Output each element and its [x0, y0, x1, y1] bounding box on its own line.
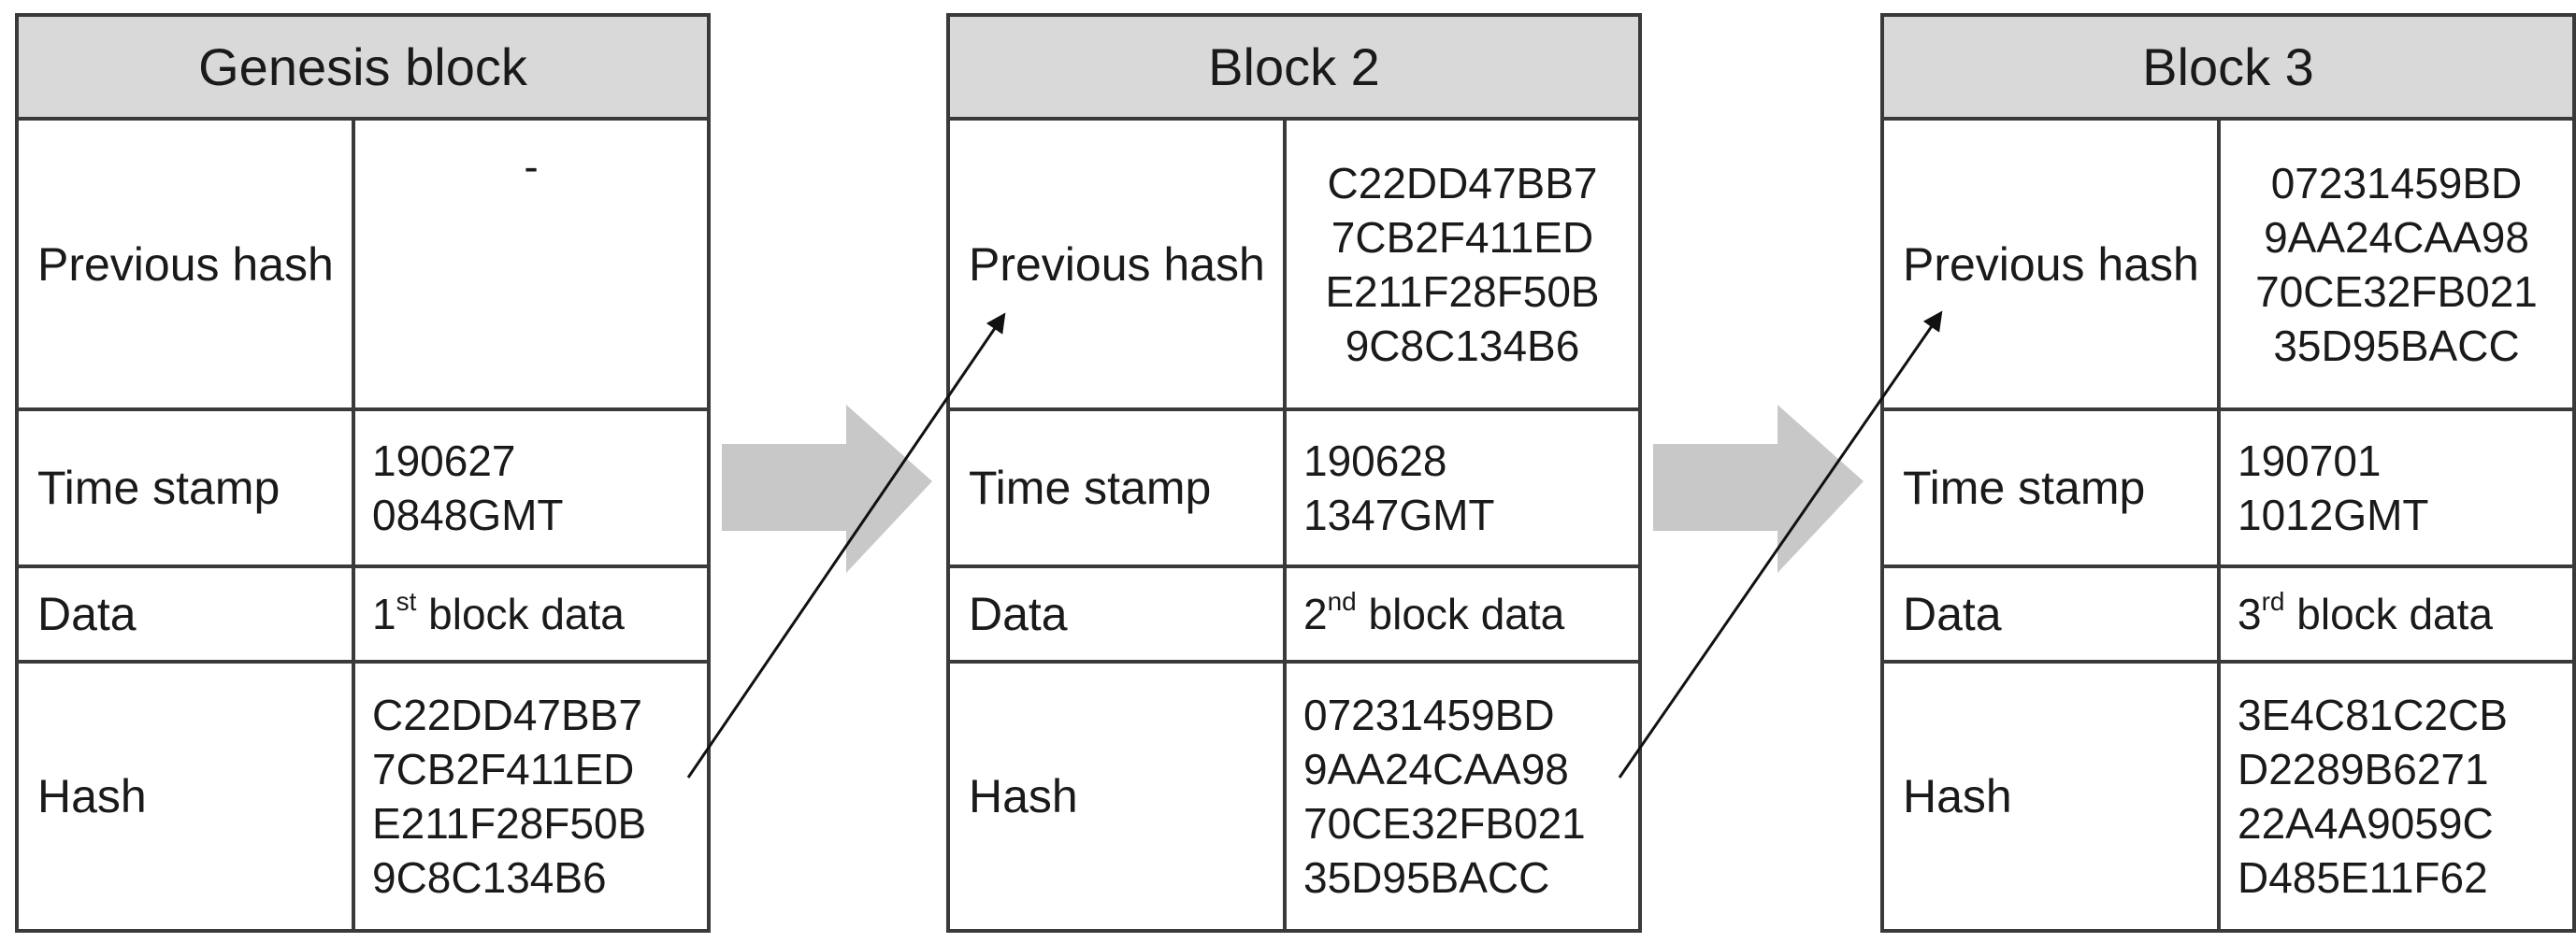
- hash-label: Hash: [950, 664, 1287, 929]
- time-stamp-label: Time stamp: [1884, 411, 2221, 564]
- hash-line: 9AA24CAA98: [1303, 745, 1569, 793]
- block-title: Block 3: [1884, 17, 2572, 121]
- block-2: Block 2 Previous hash C22DD47BB7 7CB2F41…: [946, 13, 1642, 933]
- chain-arrow-2: [1653, 405, 1864, 573]
- previous-hash-label: Previous hash: [19, 121, 355, 407]
- time-stamp-date: 190701: [2238, 436, 2382, 485]
- hash-line: 9C8C134B6: [372, 853, 607, 902]
- time-stamp-row: Time stamp 190701 1012GMT: [1884, 411, 2572, 568]
- time-stamp-time: 1012GMT: [2238, 491, 2429, 539]
- time-stamp-date: 190628: [1303, 436, 1447, 485]
- previous-hash-row: Previous hash -: [19, 121, 707, 411]
- previous-hash-label: Previous hash: [950, 121, 1287, 407]
- hash-line: C22DD47BB7: [1327, 158, 1598, 207]
- time-stamp-label: Time stamp: [950, 411, 1287, 564]
- data-label: Data: [19, 568, 355, 660]
- previous-hash-value: 07231459BD 9AA24CAA98 70CE32FB021 35D95B…: [2221, 121, 2572, 407]
- hash-line: 9C8C134B6: [1345, 321, 1580, 370]
- time-stamp-time: 0848GMT: [372, 491, 564, 539]
- hash-value: 07231459BD 9AA24CAA98 70CE32FB021 35D95B…: [1287, 664, 1638, 929]
- hash-line: 70CE32FB021: [1303, 799, 1586, 848]
- hash-line: C22DD47BB7: [372, 691, 642, 739]
- hash-label: Hash: [1884, 664, 2221, 929]
- time-stamp-label: Time stamp: [19, 411, 355, 564]
- hash-value: 3E4C81C2CB D2289B6271 22A4A9059C D485E11…: [2221, 664, 2572, 929]
- data-ordinal-suffix: nd: [1327, 586, 1357, 616]
- hash-line: 9AA24CAA98: [2264, 212, 2529, 262]
- hash-row: Hash 3E4C81C2CB D2289B6271 22A4A9059C D4…: [1884, 664, 2572, 929]
- hash-label: Hash: [19, 664, 355, 929]
- block-title: Genesis block: [19, 17, 707, 121]
- hash-line: 7CB2F411ED: [1331, 212, 1594, 262]
- previous-hash-value: -: [355, 121, 707, 407]
- hash-row: Hash C22DD47BB7 7CB2F411ED E211F28F50B 9…: [19, 664, 707, 929]
- hash-value: C22DD47BB7 7CB2F411ED E211F28F50B 9C8C13…: [355, 664, 707, 929]
- data-ordinal-suffix: rd: [2261, 586, 2285, 616]
- time-stamp-date: 190627: [372, 436, 516, 485]
- previous-hash-label: Previous hash: [1884, 121, 2221, 407]
- hash-line: 7CB2F411ED: [372, 745, 635, 793]
- data-value: 2nd block data: [1287, 568, 1638, 660]
- data-row: Data 1st block data: [19, 568, 707, 664]
- data-value: 1st block data: [355, 568, 707, 660]
- chain-arrow-1: [722, 405, 932, 573]
- block-3: Block 3 Previous hash 07231459BD 9AA24CA…: [1880, 13, 2576, 933]
- data-ordinal: 3: [2238, 590, 2262, 638]
- previous-hash-row: Previous hash 07231459BD 9AA24CAA98 70CE…: [1884, 121, 2572, 411]
- data-text: block data: [428, 590, 625, 638]
- data-label: Data: [1884, 568, 2221, 660]
- hash-line: 35D95BACC: [1303, 853, 1550, 902]
- data-ordinal: 1: [372, 590, 396, 638]
- data-ordinal: 2: [1303, 590, 1328, 638]
- block-title: Block 2: [950, 17, 1638, 121]
- hash-line: 70CE32FB021: [2255, 266, 2538, 316]
- hash-line: D2289B6271: [2238, 745, 2489, 793]
- data-ordinal-suffix: st: [396, 586, 417, 616]
- time-stamp-time: 1347GMT: [1303, 491, 1495, 539]
- previous-hash-row: Previous hash C22DD47BB7 7CB2F411ED E211…: [950, 121, 1638, 411]
- hash-line: E211F28F50B: [1325, 266, 1600, 316]
- hash-line: D485E11F62: [2238, 853, 2488, 902]
- data-text: block data: [1368, 590, 1565, 638]
- hash-line: 3E4C81C2CB: [2238, 691, 2508, 739]
- data-label: Data: [950, 568, 1287, 660]
- hash-line: 35D95BACC: [2273, 321, 2520, 370]
- data-row: Data 3rd block data: [1884, 568, 2572, 664]
- time-stamp-row: Time stamp 190627 0848GMT: [19, 411, 707, 568]
- time-stamp-value: 190628 1347GMT: [1287, 411, 1638, 564]
- previous-hash-value: C22DD47BB7 7CB2F411ED E211F28F50B 9C8C13…: [1287, 121, 1638, 407]
- data-row: Data 2nd block data: [950, 568, 1638, 664]
- time-stamp-value: 190701 1012GMT: [2221, 411, 2572, 564]
- time-stamp-row: Time stamp 190628 1347GMT: [950, 411, 1638, 568]
- hash-line: E211F28F50B: [372, 799, 647, 848]
- hash-line: 07231459BD: [2270, 158, 2523, 207]
- hash-line: 07231459BD: [1303, 691, 1555, 739]
- genesis-block: Genesis block Previous hash - Time stamp…: [15, 13, 711, 933]
- hash-row: Hash 07231459BD 9AA24CAA98 70CE32FB021 3…: [950, 664, 1638, 929]
- hash-line: 22A4A9059C: [2238, 799, 2494, 848]
- data-value: 3rd block data: [2221, 568, 2572, 660]
- data-text: block data: [2296, 590, 2493, 638]
- time-stamp-value: 190627 0848GMT: [355, 411, 707, 564]
- hash-line: -: [524, 142, 539, 191]
